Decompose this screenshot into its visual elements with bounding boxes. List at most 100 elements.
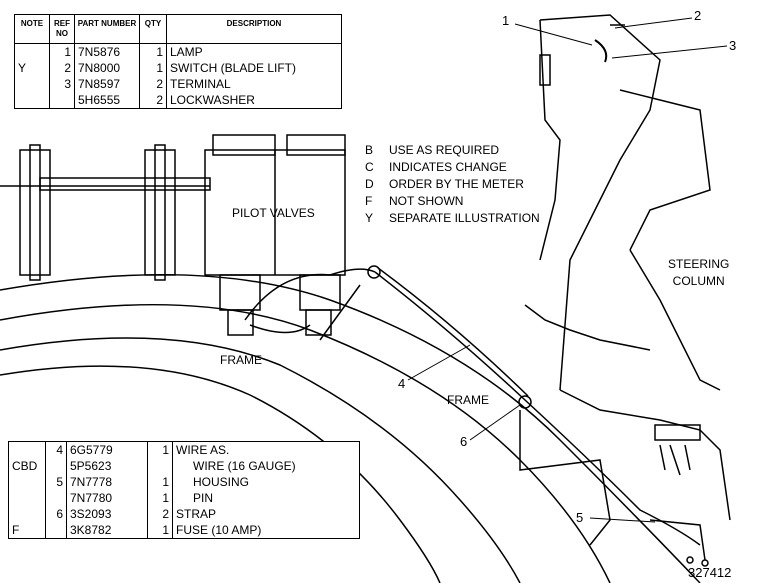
legend-text: NOT SHOWN (389, 194, 464, 208)
cell-ref (49, 92, 75, 109)
cell-desc: LAMP (166, 43, 342, 60)
linkage-shafts (0, 144, 211, 281)
legend-text: INDICATES CHANGE (389, 160, 507, 174)
frame-label-left: FRAME (220, 353, 262, 367)
cell-qty: 1 (147, 474, 173, 490)
cell-note: Y (14, 60, 50, 76)
legend-item: Y SEPARATE ILLUSTRATION (365, 210, 540, 227)
note-legend: B USE AS REQUIRED C INDICATES CHANGE D ORDE… (365, 142, 540, 227)
callout-leaders (407, 17, 728, 523)
legend-item: F NOT SHOWN (365, 193, 540, 210)
cell-qty: 1 (147, 490, 173, 506)
legend-key: B (365, 143, 374, 157)
legend-item: C INDICATES CHANGE (365, 159, 540, 176)
cell-part: 6G5779 (66, 441, 148, 458)
cell-desc: FUSE (10 AMP) (172, 522, 360, 539)
parts-table-bottom: 4 6G5779 1 WIRE AS. CBD 5P5623 WIRE (16 … (8, 441, 360, 539)
cell-ref: 1 (49, 43, 75, 60)
cell-part: 7N8000 (74, 60, 140, 76)
table-row: 7N7780 1 PIN (8, 490, 360, 506)
cell-note (8, 490, 46, 506)
cell-part: 3S2093 (66, 506, 148, 522)
header-note: NOTE (14, 14, 50, 44)
legend-key: D (365, 177, 374, 191)
cell-note (14, 76, 50, 92)
cell-desc: PIN (172, 490, 360, 506)
cell-part: 5P5623 (66, 458, 148, 474)
legend-text: USE AS REQUIRED (389, 143, 500, 157)
cell-qty: 2 (139, 92, 167, 109)
cell-part: 7N8597 (74, 76, 140, 92)
cell-ref (45, 458, 67, 474)
cell-qty: 2 (139, 76, 167, 92)
header-description: DESCRIPTION (166, 14, 342, 44)
cell-desc: SWITCH (BLADE LIFT) (166, 60, 342, 76)
cell-qty: 1 (139, 60, 167, 76)
cell-ref: 5 (45, 474, 67, 490)
table-row: CBD 5P5623 WIRE (16 GAUGE) (8, 458, 360, 474)
header-part-number: PART NUMBER (74, 14, 140, 44)
header-qty: QTY (139, 14, 167, 44)
cell-note (8, 474, 46, 490)
table-row: F 3K8782 1 FUSE (10 AMP) (8, 522, 360, 539)
callout-1: 1 (502, 13, 510, 28)
table-row: 1 7N5876 1 LAMP (14, 43, 342, 60)
cell-qty: 1 (147, 522, 173, 539)
cell-qty: 1 (147, 441, 173, 458)
cell-part: 7N5876 (74, 43, 140, 60)
cell-note: CBD (8, 458, 46, 474)
legend-key: C (365, 160, 374, 174)
cell-desc: TERMINAL (166, 76, 342, 92)
cell-desc: LOCKWASHER (166, 92, 342, 109)
legend-item: B USE AS REQUIRED (365, 142, 540, 159)
cell-qty: 2 (147, 506, 173, 522)
callout-5: 5 (576, 510, 584, 525)
cell-ref: 6 (45, 506, 67, 522)
callout-4: 4 (398, 376, 406, 391)
table-row: 4 6G5779 1 WIRE AS. (8, 441, 360, 458)
legend-text: SEPARATE ILLUSTRATION (389, 211, 540, 225)
cell-qty (147, 458, 173, 474)
table-row: Y 2 7N8000 1 SWITCH (BLADE LIFT) (14, 60, 342, 76)
steering-column-label: STEERING COLUMN (668, 257, 730, 288)
legend-key: F (365, 194, 373, 208)
table-row: 5H6555 2 LOCKWASHER (14, 92, 342, 109)
header-ref-no: REF NO (49, 14, 75, 44)
harness-connector (649, 424, 709, 567)
cell-ref (45, 490, 67, 506)
cell-note (14, 43, 50, 60)
parts-table-top: NOTE REF NO PART NUMBER QTY DESCRIPTION … (14, 14, 342, 109)
cell-note (14, 92, 50, 109)
cell-desc: WIRE AS. (172, 441, 360, 458)
steering-column (519, 14, 731, 546)
cell-note: F (8, 522, 46, 539)
cell-qty: 1 (139, 43, 167, 60)
cell-note (8, 441, 46, 458)
table-header-row: NOTE REF NO PART NUMBER QTY DESCRIPTION (14, 14, 342, 44)
cell-ref: 3 (49, 76, 75, 92)
cell-desc: STRAP (172, 506, 360, 522)
callout-3: 3 (729, 38, 737, 53)
legend-item: D ORDER BY THE METER (365, 176, 540, 193)
table-row: 3 7N8597 2 TERMINAL (14, 76, 342, 92)
cell-ref (45, 522, 67, 539)
callout-2: 2 (694, 8, 702, 23)
frame-label-center: FRAME (447, 393, 489, 407)
cell-ref: 4 (45, 441, 67, 458)
cell-part: 7N7780 (66, 490, 148, 506)
image-number: 327412 (688, 565, 732, 580)
cell-ref: 2 (49, 60, 75, 76)
cell-desc: HOUSING (172, 474, 360, 490)
cell-desc: WIRE (16 GAUGE) (172, 458, 360, 474)
wire-harness (244, 265, 701, 546)
legend-text: ORDER BY THE METER (389, 177, 524, 191)
cell-note (8, 506, 46, 522)
legend-key: Y (365, 211, 374, 225)
table-row: 5 7N7778 1 HOUSING (8, 474, 360, 490)
table-row: 6 3S2093 2 STRAP (8, 506, 360, 522)
cell-part: 7N7778 (66, 474, 148, 490)
callout-6: 6 (460, 434, 468, 449)
pilot-valves-body (204, 134, 346, 336)
cell-part: 3K8782 (66, 522, 148, 539)
